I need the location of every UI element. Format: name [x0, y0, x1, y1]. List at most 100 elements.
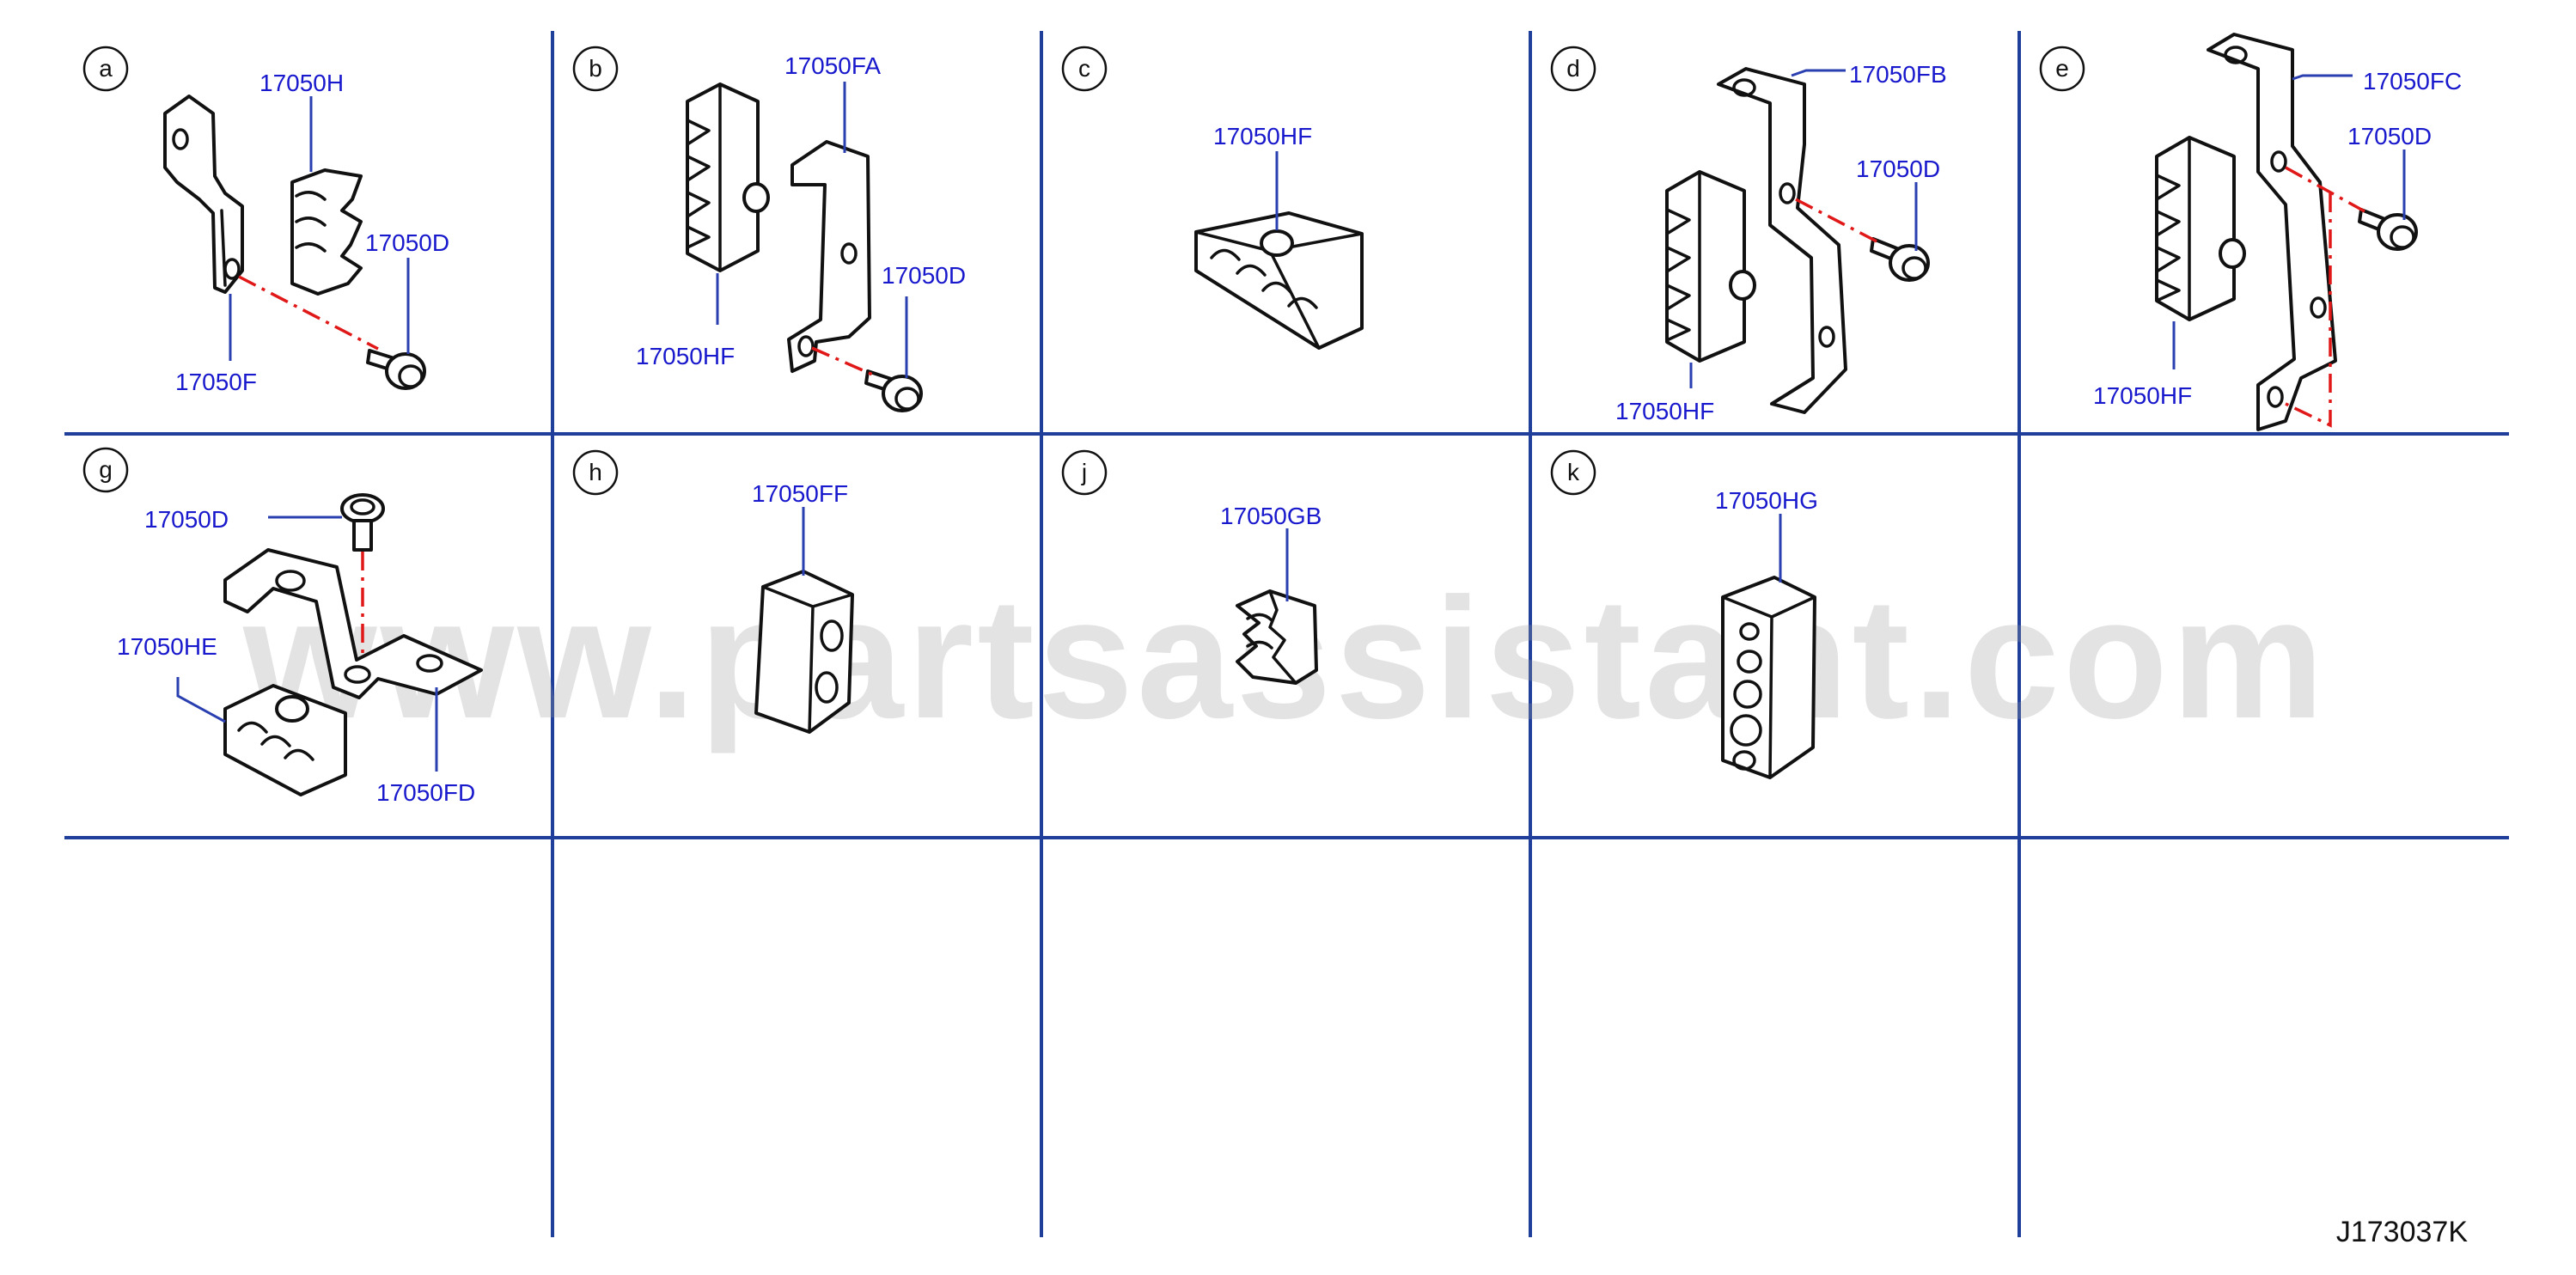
label-17050d-a: 17050D	[365, 229, 449, 256]
section-h: h 17050FF	[572, 449, 854, 734]
bracket-17050f-hole-top	[172, 128, 189, 150]
section-k: k 17050HG	[1550, 449, 1818, 779]
block-17050hg	[1721, 576, 1816, 779]
bracket-17050fa-hole-lower	[797, 335, 815, 357]
section-h-marker	[572, 449, 619, 496]
block-17050hg-hole-3	[1733, 680, 1762, 709]
axis-d	[1795, 198, 1883, 246]
block-17050ff-hole-top	[820, 619, 844, 652]
label-17050d-e: 17050D	[2347, 123, 2432, 149]
section-b-marker	[572, 46, 619, 92]
clamp-17050he-pin	[275, 695, 309, 723]
bracket-17050fd-hole-right	[416, 654, 443, 673]
bracket-17050fc-hole-bottom	[2267, 386, 2284, 408]
label-17050d-b: 17050D	[882, 262, 966, 289]
bracket-17050fc-hole-side	[2310, 296, 2327, 319]
clamp-17050hf-c-slots	[1210, 248, 1318, 309]
clamp-17050hf-d	[1665, 170, 1746, 363]
label-17050fc: 17050FC	[2363, 68, 2462, 95]
label-17050ff: 17050FF	[752, 480, 848, 507]
clamp-17050hf-c-pin	[1260, 229, 1294, 257]
clamp-17050hf-e-pin	[2219, 238, 2246, 269]
block-17050hg-hole-1	[1739, 622, 1760, 641]
clip-17050h-slots	[295, 191, 327, 253]
diagram-code: J173037K	[2336, 1216, 2468, 1248]
block-17050hg-edges	[1721, 595, 1816, 779]
bracket-17050fc-hole-top	[2224, 46, 2248, 64]
axis-b	[811, 346, 877, 378]
label-17050hg: 17050HG	[1715, 487, 1818, 514]
bracket-17050fc-hole-mid	[2270, 150, 2287, 173]
section-k-letter: k	[1567, 459, 1580, 485]
bolt-17050d-d	[1870, 237, 1930, 282]
block-17050ff	[754, 570, 854, 734]
section-d-marker	[1550, 46, 1596, 92]
block-17050ff-edges	[761, 585, 854, 734]
section-e-marker	[2039, 46, 2085, 92]
block-17050hg-hole-4	[1730, 714, 1762, 747]
section-j-marker	[1061, 449, 1108, 496]
axis-e-vertical	[2285, 193, 2332, 428]
section-g-marker	[82, 447, 129, 493]
section-c-marker	[1061, 46, 1108, 92]
bolt-17050d-a	[366, 349, 426, 390]
clamp-17050hf-b-slots	[686, 82, 722, 272]
section-c-letter: c	[1078, 55, 1090, 82]
section-g: g 17050D 17050HE 17050FD	[82, 447, 483, 806]
bracket-17050fb	[1717, 67, 1847, 414]
section-d: d 17050FB 17050D 17050HF	[1550, 46, 1947, 424]
section-d-letter: d	[1566, 55, 1580, 82]
section-b-letter: b	[589, 55, 602, 82]
clamp-17050hf-e-slots	[2155, 136, 2191, 321]
bolt-17050d-e	[2358, 208, 2418, 251]
axis-e-bolt	[2285, 166, 2365, 213]
bracket-17050fc	[2207, 33, 2337, 431]
label-17050he: 17050HE	[117, 633, 217, 660]
label-17050h: 17050H	[259, 70, 344, 96]
section-g-letter: g	[99, 456, 113, 483]
grid	[64, 31, 2509, 1237]
label-17050fb: 17050FB	[1849, 61, 1947, 88]
clamp-17050hf-b-pin	[742, 182, 770, 213]
label-17050hf-d: 17050HF	[1615, 398, 1714, 424]
clip-17050h	[290, 168, 363, 296]
label-17050hf-b: 17050HF	[636, 343, 735, 369]
clamp-17050hf-d-slots	[1665, 170, 1701, 363]
block-17050hg-hole-5	[1732, 750, 1756, 771]
clamp-17050hf-d-pin	[1729, 270, 1756, 301]
section-j: j 17050GB	[1061, 449, 1322, 685]
leader-17050he	[176, 677, 226, 723]
section-e-letter: e	[2055, 55, 2069, 82]
bracket-17050fb-hole-mid	[1779, 182, 1796, 204]
bracket-17050f	[163, 95, 244, 294]
clamp-17050hf-c	[1194, 211, 1364, 350]
bracket-17050fb-hole-top	[1732, 78, 1756, 97]
bracket-17050fd-hole-mid	[344, 665, 371, 684]
section-a-marker	[82, 46, 129, 92]
label-17050f: 17050F	[175, 369, 257, 395]
section-a-letter: a	[99, 55, 113, 82]
bolt-17050d-b	[864, 369, 923, 412]
section-h-letter: h	[589, 459, 602, 485]
clamp-17050he-slots	[237, 721, 314, 761]
section-c: c 17050HF	[1061, 46, 1364, 350]
clip-17050gb-slots	[1246, 589, 1297, 685]
section-e: e 17050FC 17050D 17050HF	[2039, 33, 2462, 431]
axis-a	[238, 275, 379, 351]
section-b: b 17050FA 17050D 17050HF	[572, 46, 966, 412]
section-k-marker	[1550, 449, 1596, 496]
label-17050gb: 17050GB	[1220, 503, 1322, 529]
label-17050fa: 17050FA	[784, 52, 881, 79]
section-a: a 17050H 17050D 17050F	[82, 46, 449, 395]
bracket-17050fb-hole-bottom	[1818, 326, 1835, 348]
leader-17050fc	[2292, 74, 2353, 81]
bracket-17050fd-hole-top	[275, 570, 306, 592]
bracket-17050fa-hole	[840, 242, 858, 265]
label-17050d-d: 17050D	[1856, 156, 1940, 182]
block-17050ff-hole-bottom	[815, 671, 839, 704]
label-17050hf-c: 17050HF	[1213, 123, 1312, 149]
block-17050hg-hole-2	[1737, 650, 1762, 674]
section-j-letter: j	[1081, 459, 1087, 485]
bracket-17050f-hole-bottom	[223, 258, 241, 280]
